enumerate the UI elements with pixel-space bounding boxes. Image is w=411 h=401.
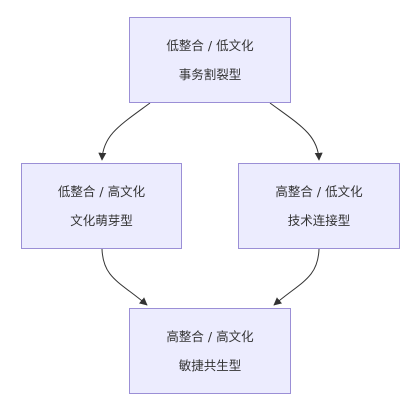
node-right-line2: 技术连接型	[287, 213, 351, 228]
node-high-integration-high-culture: 高整合 / 高文化 敏捷共生型	[129, 308, 291, 394]
node-low-integration-low-culture: 低整合 / 低文化 事务割裂型	[129, 17, 291, 103]
node-low-integration-high-culture: 低整合 / 高文化 文化萌芽型	[21, 163, 182, 249]
edge-right-to-bottom	[273, 248, 320, 306]
edge-left-to-bottom	[101, 248, 148, 306]
node-top-line1: 低整合 / 低文化	[166, 38, 254, 53]
edge-top-to-right	[269, 102, 323, 161]
node-top-line2: 事务割裂型	[178, 67, 242, 82]
node-bottom-line2: 敏捷共生型	[178, 358, 242, 373]
edge-top-to-left	[98, 102, 151, 161]
node-high-integration-low-culture: 高整合 / 低文化 技术连接型	[238, 163, 400, 249]
node-left-line2: 文化萌芽型	[70, 213, 133, 228]
node-left-line1: 低整合 / 高文化	[57, 184, 146, 199]
node-bottom-line1: 高整合 / 高文化	[166, 329, 254, 344]
node-right-line1: 高整合 / 低文化	[275, 184, 363, 199]
